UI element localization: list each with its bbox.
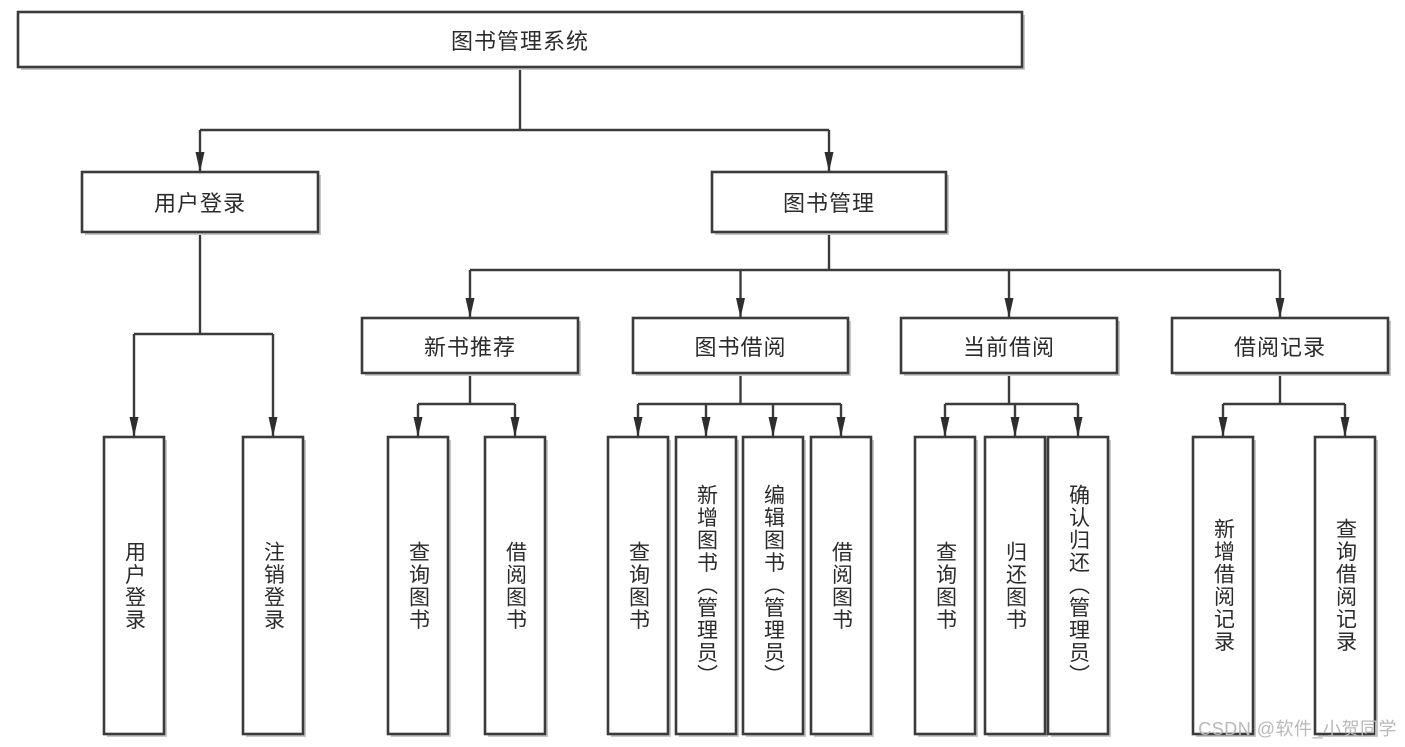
arrow-head-icon	[1010, 417, 1020, 437]
node-root[interactable]	[16, 10, 1024, 69]
node-query-book-2[interactable]	[606, 435, 670, 736]
node-borrow-records[interactable]	[1170, 316, 1390, 375]
arrow-head-icon	[1275, 298, 1285, 318]
connectors-layer	[129, 67, 1350, 437]
node-edit-book-admin[interactable]	[741, 435, 805, 736]
node-add-book-admin[interactable]	[674, 435, 738, 736]
arrow-head-icon	[940, 417, 950, 437]
node-borrow-book-1[interactable]	[483, 435, 547, 736]
node-query-borrow-record[interactable]	[1313, 435, 1377, 736]
node-borrow-book-2[interactable]	[809, 435, 873, 736]
arrow-head-icon	[413, 417, 423, 437]
arrow-head-icon	[129, 417, 139, 437]
watermark: CSDN @软件_小贺同学	[1198, 719, 1397, 739]
arrow-head-icon	[1073, 417, 1083, 437]
node-new-book-rec[interactable]	[360, 316, 580, 375]
arrow-head-icon	[736, 298, 745, 318]
arrow-head-icon	[1004, 298, 1014, 318]
node-query-book-1[interactable]	[386, 435, 450, 736]
node-return-book[interactable]	[983, 435, 1047, 736]
node-user-login-do[interactable]	[102, 435, 166, 736]
arrow-head-icon	[195, 152, 205, 172]
arrow-head-icon	[836, 417, 846, 437]
node-user-logout[interactable]	[241, 435, 305, 736]
arrow-head-icon	[465, 298, 475, 318]
arrow-head-icon	[1340, 417, 1350, 437]
arrow-head-icon	[1218, 417, 1228, 437]
arrow-head-icon	[701, 417, 711, 437]
arrow-head-icon	[824, 152, 834, 172]
arrow-head-icon	[510, 417, 520, 437]
boxes-layer	[16, 10, 1391, 737]
node-current-borrow[interactable]	[899, 316, 1119, 375]
node-book-borrow[interactable]	[631, 316, 850, 375]
node-confirm-return-admin[interactable]	[1046, 435, 1110, 736]
node-book-manage[interactable]	[710, 170, 948, 234]
node-user-login[interactable]	[80, 170, 320, 234]
arrow-head-icon	[633, 417, 643, 437]
node-add-borrow-record[interactable]	[1191, 435, 1255, 736]
node-query-book-3[interactable]	[913, 435, 977, 736]
arrow-head-icon	[268, 417, 278, 437]
arrow-head-icon	[768, 417, 778, 437]
